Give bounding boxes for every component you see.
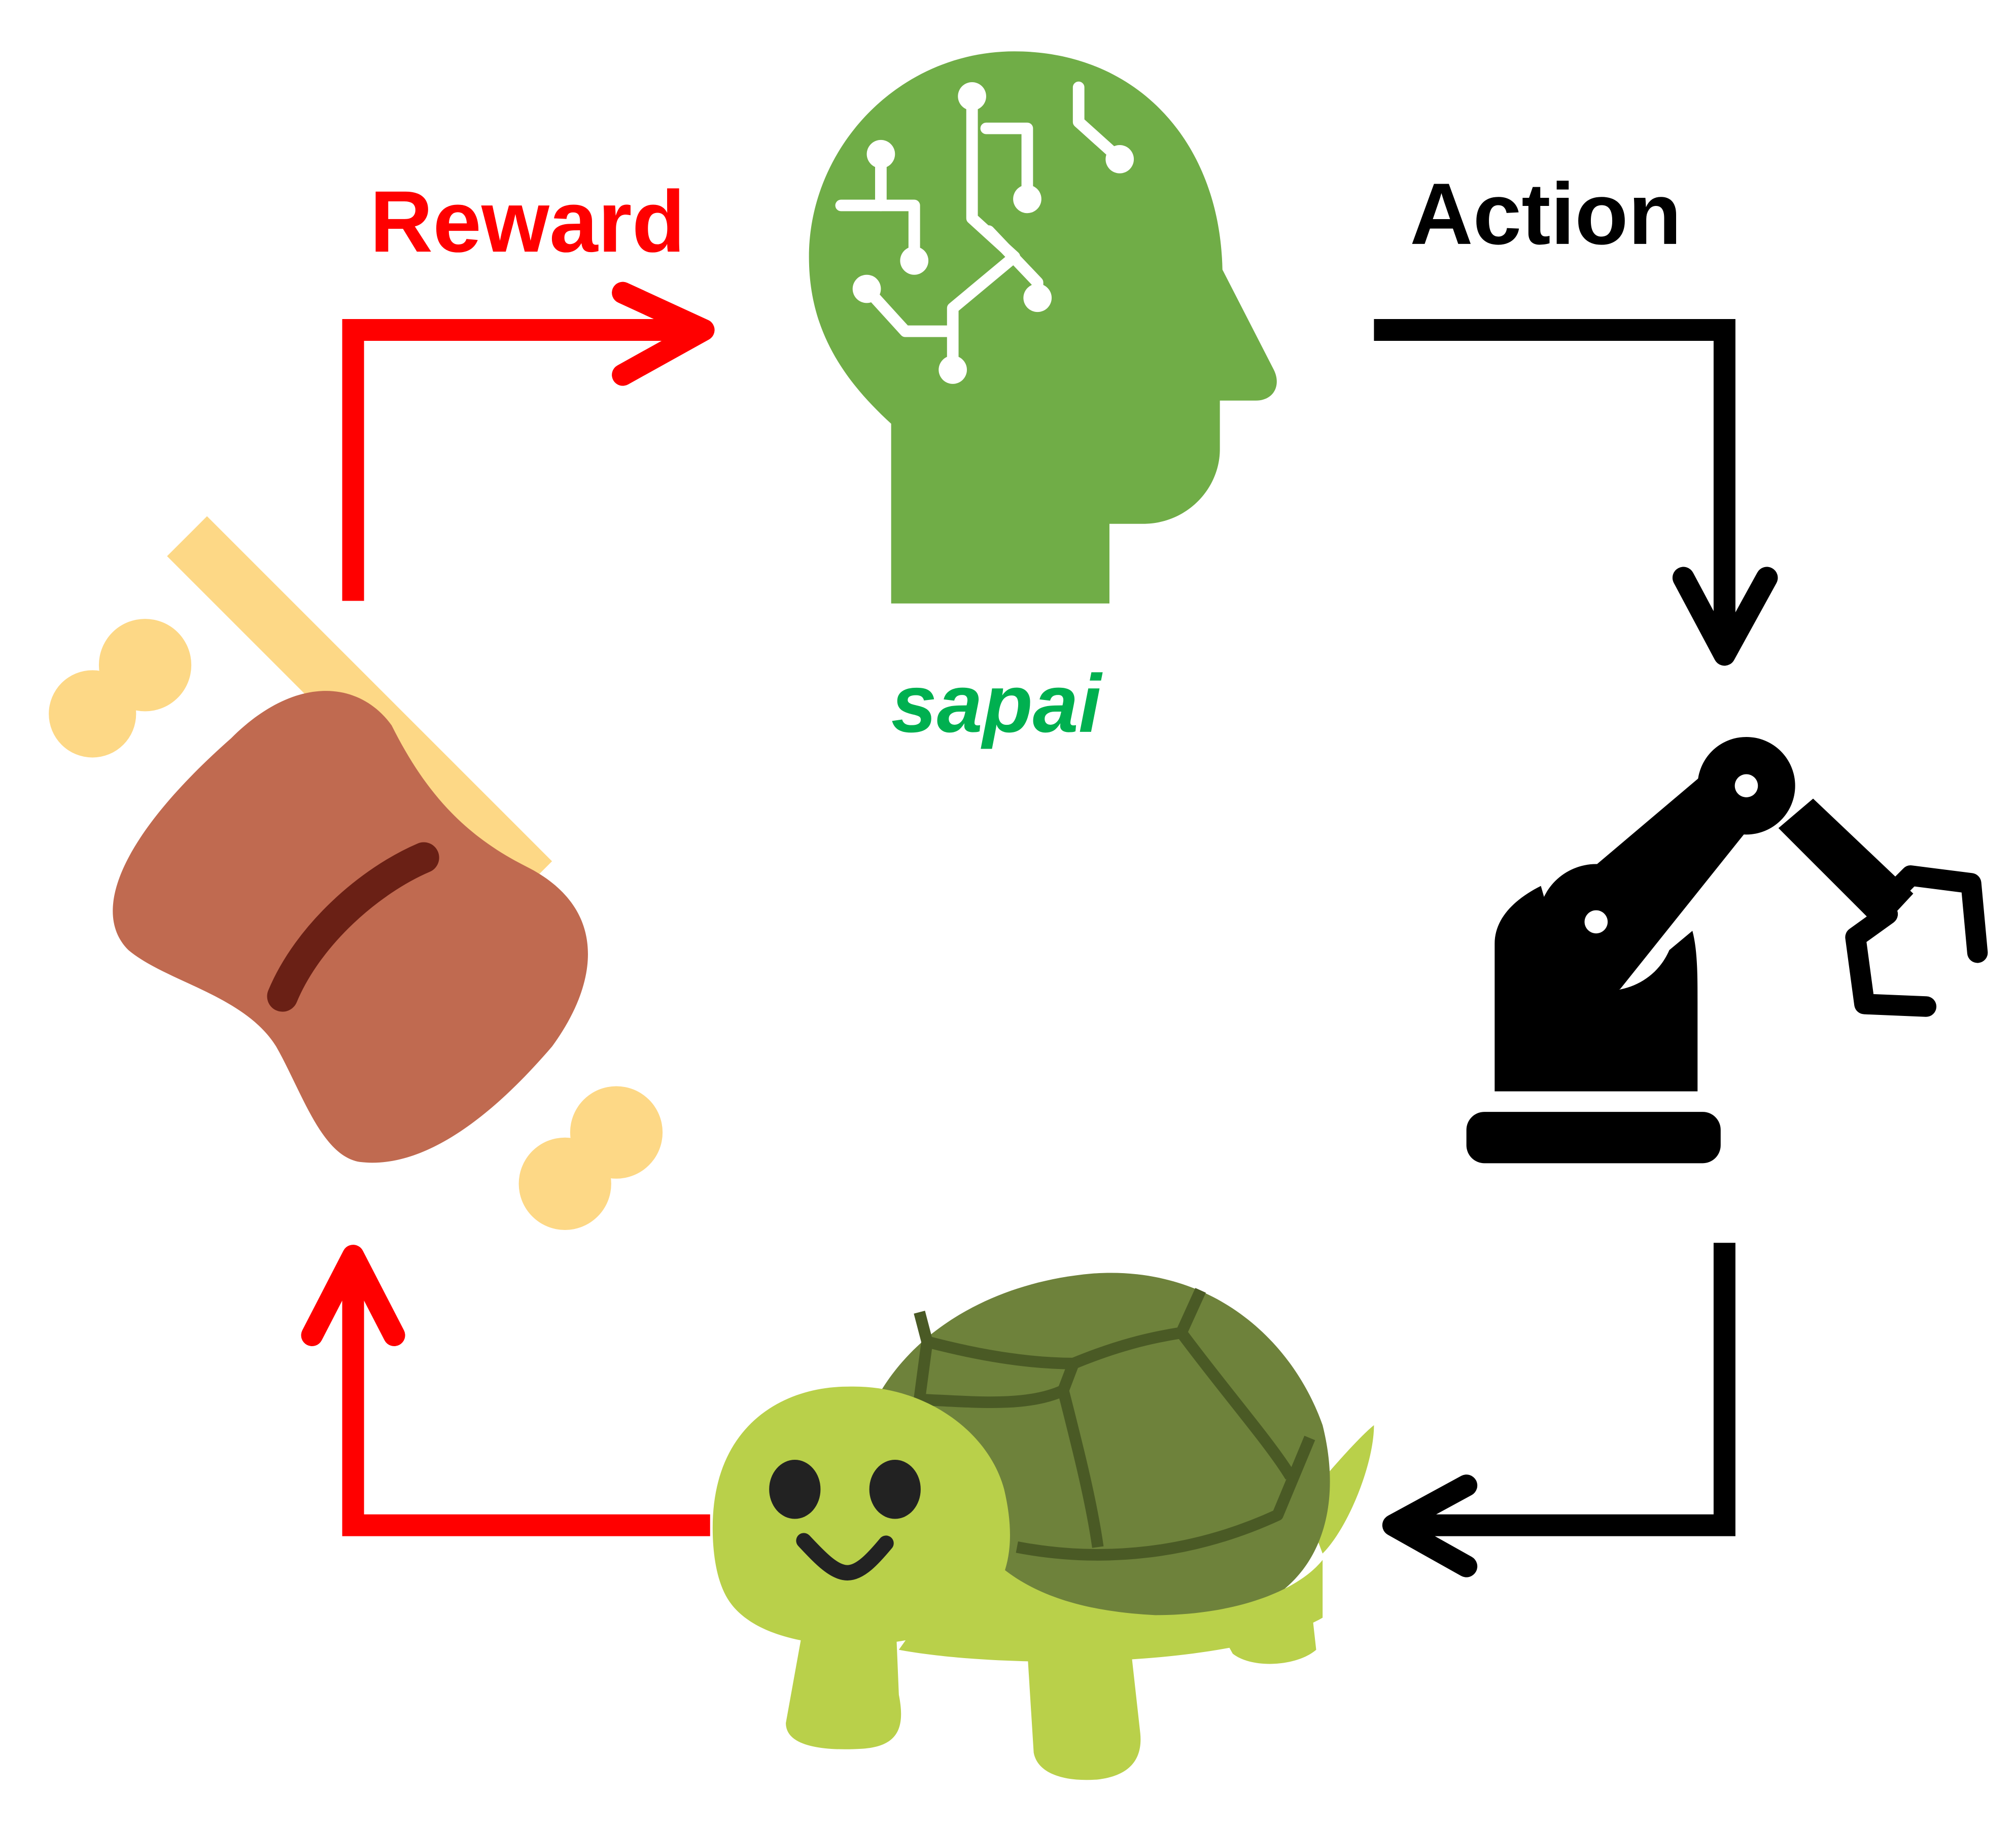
reward-label: Reward bbox=[370, 173, 685, 270]
action-arrow-to-environment bbox=[1382, 1243, 1735, 1577]
robot-arm-icon bbox=[1466, 736, 1988, 1164]
agent-name-label: sapai bbox=[891, 658, 1103, 750]
reward-arrow-to-agent bbox=[342, 282, 715, 601]
turtle-icon bbox=[712, 1273, 1374, 1780]
meat-on-bone-icon bbox=[49, 516, 663, 1230]
brain-circuit-head-icon bbox=[809, 51, 1277, 604]
action-arrow-to-robot bbox=[1374, 319, 1778, 666]
reward-arrow-to-reward-item bbox=[301, 1245, 710, 1536]
action-label: Action bbox=[1410, 165, 1681, 263]
